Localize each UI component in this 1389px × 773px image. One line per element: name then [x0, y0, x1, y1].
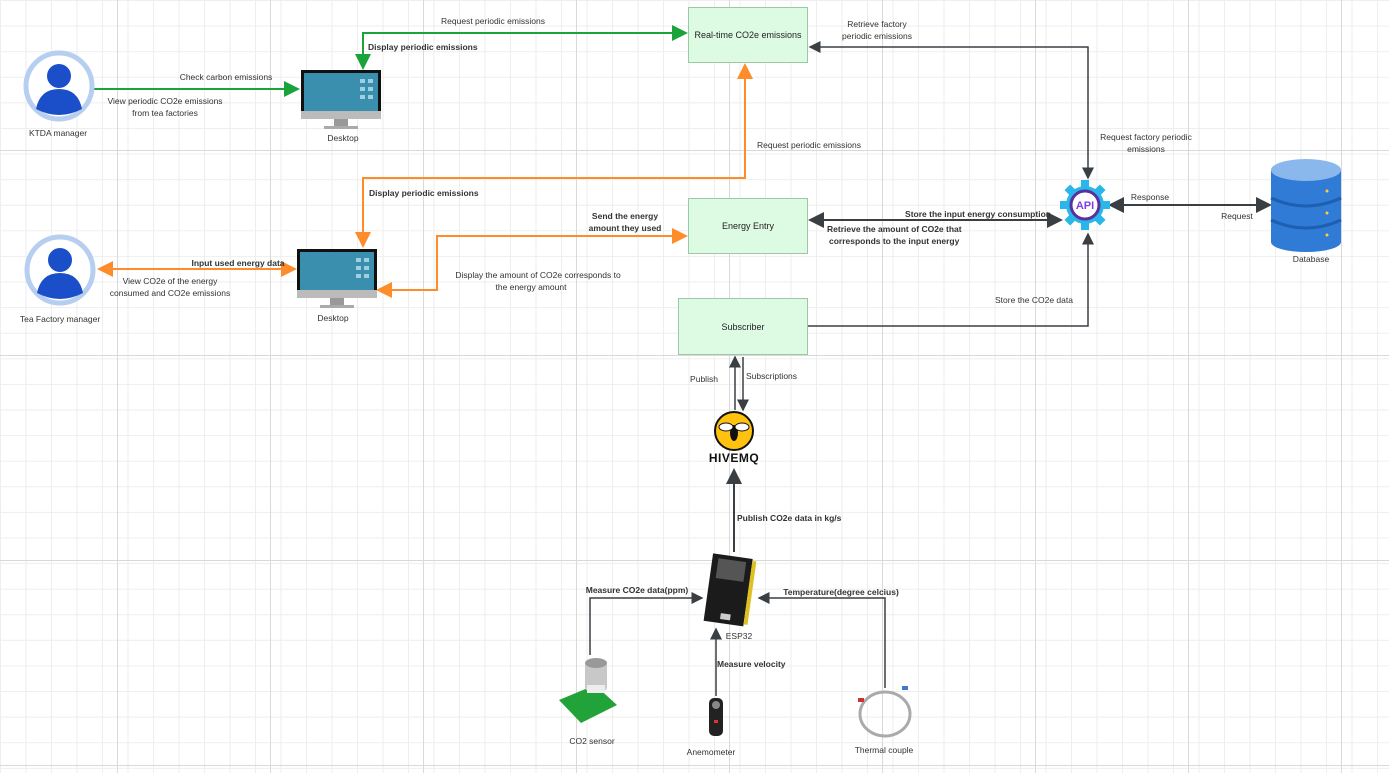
label-retrieve-amount-2: corresponds to the input energy — [829, 236, 960, 246]
label-view-periodic-2: from tea factories — [132, 108, 198, 118]
esp32-board-icon — [703, 553, 757, 627]
label-view-co2e-1: View CO2e of the energy — [122, 276, 218, 286]
hivemq-logo-text: HIVEMQ — [708, 451, 760, 465]
label-store-co2e: Store the CO2e data — [995, 295, 1073, 305]
label-request-periodic-top: Request periodic emissions — [441, 16, 545, 26]
arrow-subscriber-api — [807, 232, 1094, 327]
thermal-couple-label: Thermal couple — [854, 745, 914, 755]
co2-sensor-label: CO2 sensor — [569, 736, 615, 746]
anemometer-icon — [709, 698, 723, 736]
label-request: Request — [1221, 211, 1253, 221]
label-response: Response — [1130, 192, 1170, 202]
tea-factory-manager-label: Tea Factory manager — [19, 314, 101, 324]
desktop-icon — [297, 249, 377, 308]
label-retrieve-amount-1: Retrieve the amount of CO2e that — [827, 224, 962, 234]
anemometer-label: Anemometer — [686, 747, 736, 757]
label-retrieve-factory-1: Retrieve factory — [847, 19, 907, 29]
co2-sensor-icon — [559, 658, 617, 723]
arrow-api-realtime — [808, 41, 1094, 180]
label-request-factory-2: emissions — [1127, 144, 1165, 154]
label-display-periodic-top: Display periodic emissions — [368, 42, 478, 52]
label-request-factory-1: Request factory periodic — [1100, 132, 1192, 142]
arrow-desktop-realtime — [355, 25, 688, 70]
label-display-amount-2: the energy amount — [495, 282, 567, 292]
label-display-amount-1: Display the amount of CO2e corresponds t… — [455, 270, 621, 280]
label-publish-kg: Publish CO2e data in kg/s — [737, 513, 842, 523]
label-send-energy-1: Send the energy — [591, 211, 659, 221]
label-store-input: Store the input energy consumption — [905, 209, 1051, 219]
thermal-couple-icon — [858, 686, 912, 738]
esp32-label: ESP32 — [725, 631, 753, 641]
ktda-manager-label: KTDA manager — [28, 128, 88, 138]
ktda-manager-avatar-icon — [23, 50, 95, 122]
arrow-desktop2-energy — [376, 228, 688, 298]
energy-entry-box[interactable]: Energy Entry — [688, 198, 808, 254]
realtime-emissions-box[interactable]: Real-time CO2e emissions — [688, 7, 808, 63]
database-icon — [1270, 159, 1342, 252]
label-publish: Publish — [690, 374, 718, 384]
hivemq-bee-icon — [714, 411, 754, 451]
label-temperature: Temperature(degree celcius) — [783, 587, 899, 597]
label-send-energy-2: amount they used — [588, 223, 662, 233]
desktop-top-label: Desktop — [327, 133, 359, 143]
label-measure-co2e: Measure CO2e data(ppm) — [585, 585, 689, 595]
label-retrieve-factory-2: periodic emissions — [842, 31, 912, 41]
database-label: Database — [1292, 254, 1330, 264]
svg-text:API: API — [1076, 200, 1094, 212]
label-check-carbon: Check carbon emissions — [179, 72, 273, 82]
arrow-realtime-desktop2 — [355, 63, 753, 248]
tea-factory-manager-avatar-icon — [24, 234, 96, 306]
label-view-co2e-2: consumed and CO2e emissions — [109, 288, 231, 298]
label-view-periodic-1: View periodic CO2e emissions — [107, 96, 223, 106]
desktop-bottom-label: Desktop — [317, 313, 349, 323]
arrow-thermal-esp32 — [757, 592, 886, 688]
arrow-co2-esp32 — [589, 592, 704, 655]
label-request-periodic-mid: Request periodic emissions — [757, 140, 861, 150]
label-subscriptions: Subscriptions — [746, 371, 798, 381]
label-input-energy: Input used energy data — [191, 258, 285, 268]
label-measure-velocity: Measure velocity — [717, 659, 786, 669]
desktop-icon — [301, 70, 381, 129]
label-display-periodic-mid: Display periodic emissions — [369, 188, 479, 198]
api-gear-icon: API — [1060, 180, 1110, 230]
subscriber-box[interactable]: Subscriber — [678, 298, 808, 355]
